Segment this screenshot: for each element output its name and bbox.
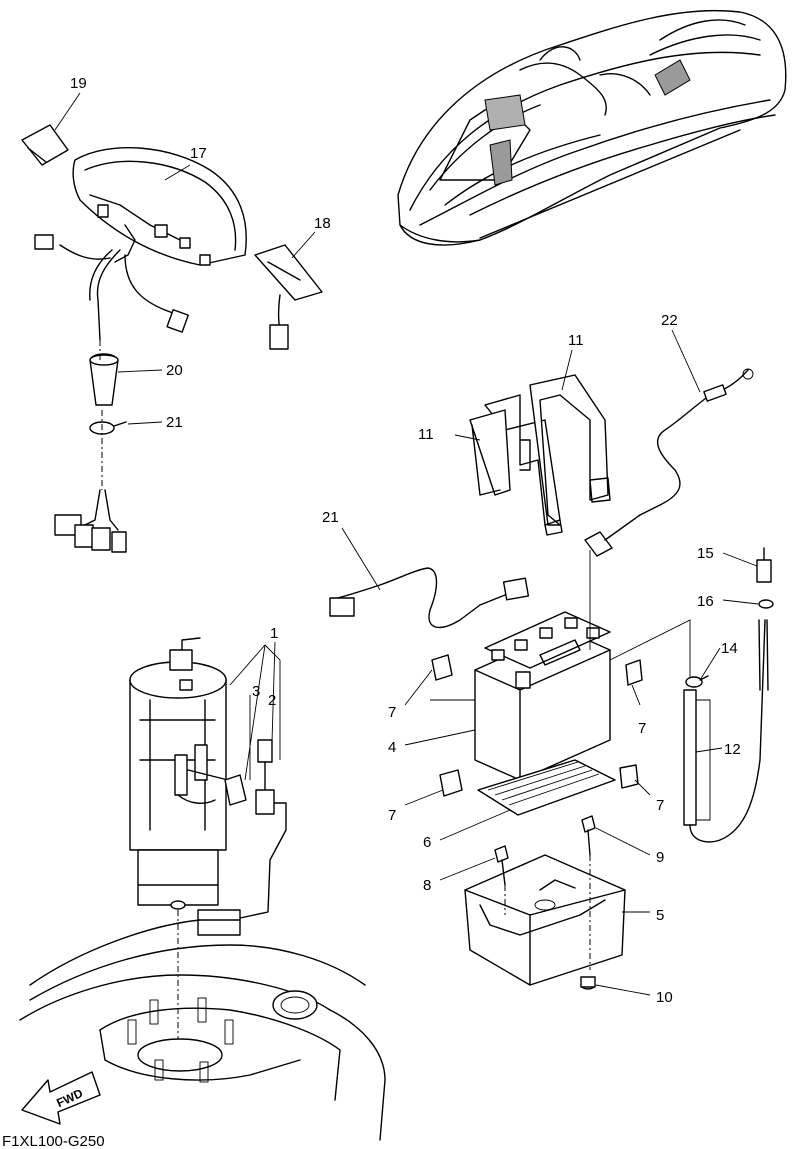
callout-7-a: 7 — [388, 704, 396, 721]
callout-7-b: 7 — [638, 720, 646, 737]
diagram-code: F1XL100-G250 — [2, 1133, 105, 1149]
callout-7-d: 7 — [656, 797, 664, 814]
callout-7-c: 7 — [388, 807, 396, 824]
battery-cables — [329, 368, 754, 629]
callout-9: 9 — [656, 849, 664, 866]
callout-22: 22 — [661, 312, 678, 329]
callout-3: 3 — [252, 683, 260, 700]
callout-12: 12 — [724, 741, 741, 758]
callout-labels: 19 17 18 20 21 1 3 2 11 22 11 21 15 16 1… — [70, 75, 741, 1006]
callout-2: 2 — [268, 692, 276, 709]
callout-4: 4 — [388, 739, 396, 756]
fuel-pump-assembly: FWD — [19, 637, 386, 1141]
callout-17: 18 — [314, 215, 331, 232]
callout-18: 19 — [70, 75, 87, 92]
fwd-arrow-icon: FWD — [21, 1071, 101, 1125]
battery-assembly — [430, 550, 691, 990]
callout-13: 14 — [721, 640, 738, 657]
callout-21: 21 — [322, 509, 339, 526]
callout-6: 6 — [423, 834, 431, 851]
callout-5: 5 — [656, 907, 664, 924]
callout-11-left: 11 — [418, 426, 434, 443]
battery-bands — [469, 374, 611, 536]
breather-hose-assembly — [683, 547, 774, 843]
callout-16: 17 — [190, 145, 207, 162]
callout-11-right: 11 — [568, 332, 584, 349]
callout-8: 8 — [423, 877, 431, 894]
callout-1: 1 — [270, 625, 278, 642]
meter-assembly — [21, 124, 323, 553]
leader-lines — [54, 92, 759, 996]
watercraft-illustration — [397, 9, 787, 246]
callout-10: 10 — [656, 989, 673, 1006]
callout-20: 21 — [166, 414, 183, 431]
callout-15: 16 — [697, 593, 714, 610]
callout-14: 15 — [697, 545, 714, 562]
callout-19: 20 — [166, 362, 183, 379]
